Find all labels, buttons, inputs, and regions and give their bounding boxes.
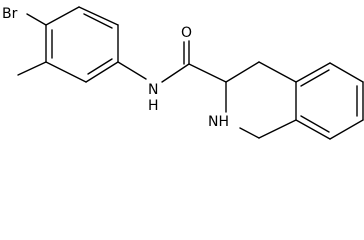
oxygen-label: O bbox=[181, 25, 192, 41]
tetrahydro-ring bbox=[225, 61, 297, 139]
methyl-bond bbox=[17, 61, 47, 76]
ring-bond bbox=[225, 61, 260, 83]
bromomethylphenyl-ring bbox=[45, 6, 119, 83]
chemical-structure: Br O N H NH bbox=[2, 6, 364, 140]
ring-bond bbox=[258, 119, 297, 139]
ring-bond bbox=[295, 62, 331, 83]
ring-double-bond bbox=[83, 13, 113, 29]
ring-bond bbox=[258, 61, 297, 83]
fused-benzene-ring bbox=[295, 62, 364, 140]
carbonyl-ring-bond bbox=[188, 63, 227, 83]
ring-nitrogen-label: NH bbox=[208, 114, 229, 130]
ring-bond bbox=[295, 119, 331, 140]
ring-double-bond bbox=[87, 58, 113, 75]
aryl-amide-nitrogen-bond bbox=[117, 61, 147, 80]
bromine-label: Br bbox=[2, 6, 18, 22]
ring-double-bond bbox=[300, 115, 330, 133]
ring-bond bbox=[239, 127, 260, 139]
amide-group bbox=[161, 40, 227, 83]
amide-hydrogen-label: H bbox=[148, 98, 159, 114]
ring-bond bbox=[329, 62, 364, 83]
bromine-bond bbox=[26, 13, 47, 26]
ring-bond bbox=[45, 61, 87, 83]
ring-bond bbox=[45, 6, 80, 26]
ring-double-bond bbox=[300, 69, 330, 87]
ring-bond bbox=[329, 119, 364, 140]
nitrogen-carbonyl-bond bbox=[161, 63, 190, 83]
ring-bond bbox=[78, 6, 119, 26]
ring-bond bbox=[85, 61, 119, 83]
amide-nitrogen-label: N bbox=[148, 82, 158, 98]
